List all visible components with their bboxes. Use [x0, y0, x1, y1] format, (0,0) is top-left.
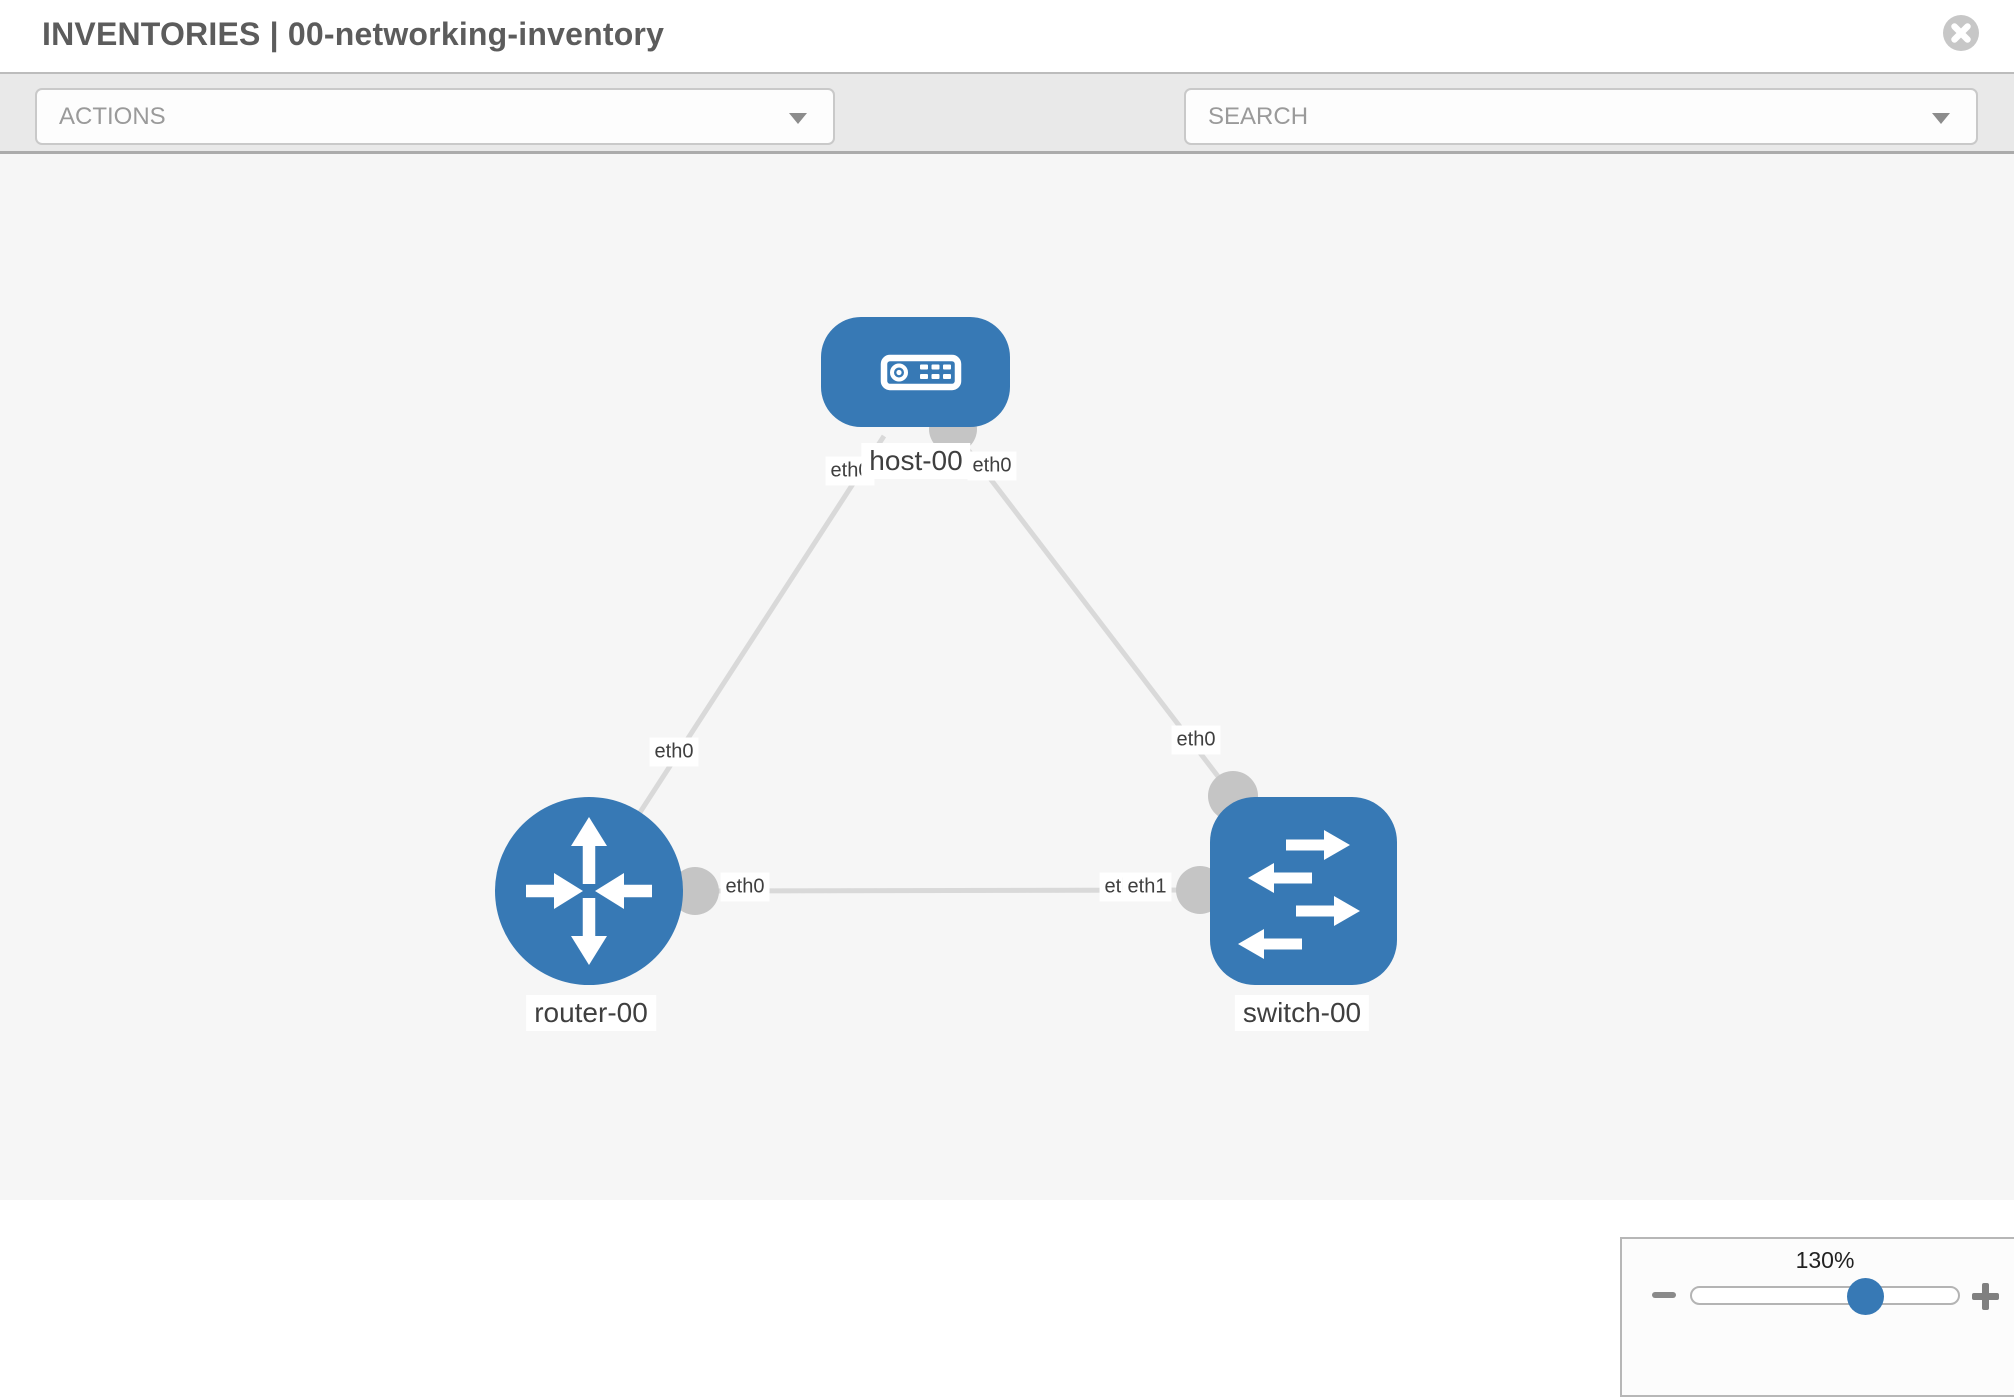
interface-label: eth0 — [967, 451, 1017, 481]
zoom-slider-knob[interactable] — [1847, 1278, 1884, 1315]
node-router-00[interactable] — [495, 797, 683, 985]
header: INVENTORIES | 00-networking-inventory — [0, 0, 2014, 72]
node-label-router-00: router-00 — [526, 995, 656, 1031]
router-icon — [526, 817, 652, 965]
node-switch-00[interactable] — [1210, 797, 1397, 985]
switch-icon — [1238, 830, 1360, 959]
node-host-00[interactable] — [821, 317, 1010, 427]
actions-dropdown-label: ACTIONS — [59, 103, 166, 130]
zoom-out-button[interactable] — [1652, 1292, 1676, 1298]
search-dropdown-label: SEARCH — [1208, 103, 1309, 130]
chevron-down-icon — [1932, 113, 1950, 124]
interface-label: eth0 — [720, 872, 770, 902]
node-label-host-00: host-00 — [861, 443, 971, 479]
close-icon — [1943, 15, 1979, 51]
search-dropdown[interactable]: SEARCH — [1184, 88, 1978, 145]
actions-dropdown[interactable]: ACTIONS — [35, 88, 835, 145]
zoom-in-button[interactable] — [1972, 1283, 1999, 1310]
zoom-control-panel: 130% — [1620, 1237, 2014, 1397]
plus-icon — [1982, 1283, 1989, 1310]
interface-label: eth1 — [1122, 872, 1172, 902]
host-icon — [880, 354, 962, 391]
topology-canvas[interactable]: eth0 eth0 eth0 eth0 eth0 eth0 eth1 host-… — [0, 154, 2014, 1397]
close-button[interactable] — [1942, 14, 1980, 52]
interface-connector — [671, 867, 719, 915]
interface-label: eth0 — [649, 737, 699, 767]
node-label-switch-00: switch-00 — [1234, 995, 1370, 1031]
zoom-level: 130% — [1795, 1247, 1855, 1273]
page-title: INVENTORIES | 00-networking-inventory — [42, 16, 665, 52]
toolbar: ACTIONS SEARCH — [0, 72, 2014, 208]
chevron-down-icon — [789, 113, 807, 124]
interface-label: eth0 — [1171, 725, 1221, 755]
zoom-slider-track[interactable] — [1690, 1286, 1960, 1305]
